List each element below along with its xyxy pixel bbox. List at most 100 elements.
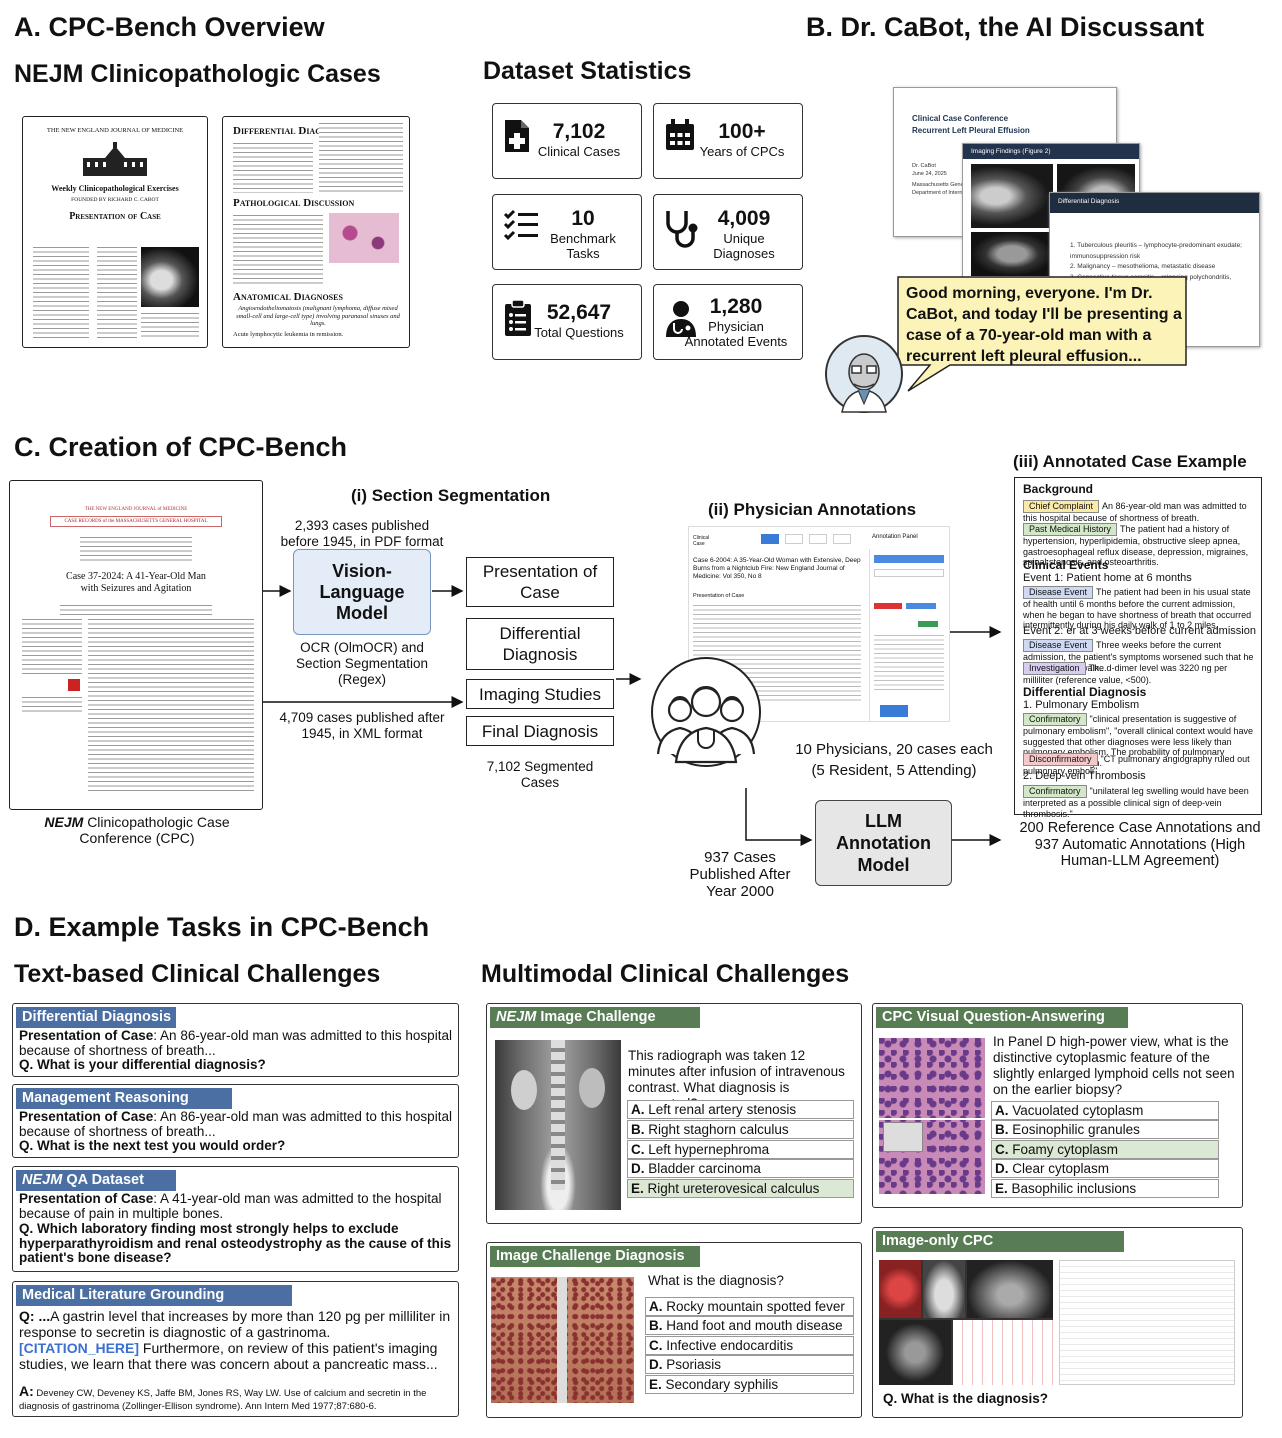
cpc-caption: NEJM Clinicopathologic Case Conference (… <box>44 814 230 846</box>
calendar-icon <box>666 119 694 150</box>
option-c[interactable]: C. Left hypernephroma <box>627 1140 854 1159</box>
task-literature-grounding: Medical Literature Grounding Q: ...A gas… <box>12 1281 459 1417</box>
physicians-group-icon <box>651 657 761 767</box>
stat-label: Clinical Cases <box>537 144 621 159</box>
task-tab: Image Challenge Diagnosis <box>490 1246 700 1267</box>
option-e[interactable]: E. Secondary syphilis <box>645 1375 854 1394</box>
citation-placeholder: [CITATION_HERE] <box>19 1340 140 1356</box>
doc-subtitle: Weekly Clinicopathological Exercises <box>51 184 179 193</box>
doc-section-title: Presentation of Case <box>69 211 161 222</box>
stat-label: Physician Annotated Events <box>684 319 788 349</box>
section-final: Final Diagnosis <box>466 716 614 746</box>
option-d[interactable]: D. Clear cytoplasm <box>991 1159 1219 1178</box>
option-a[interactable]: A. Rocky mountain spotted fever <box>645 1297 854 1316</box>
ocr-note: OCR (OlmOCR) and Section Segmentation (R… <box>295 640 429 687</box>
option-e[interactable]: E. Basophilic inclusions <box>991 1179 1219 1198</box>
option-c[interactable]: C. Infective endocarditis <box>645 1336 854 1355</box>
task-cpc-vqa: CPC Visual Question-Answering In Panel D… <box>872 1003 1243 1208</box>
physician-annotations-title: (ii) Physician Annotations <box>708 500 917 519</box>
histology-panel-image <box>879 1038 985 1194</box>
slide1-title: Clinical Case Conference <box>912 114 1009 123</box>
segmented-count: 7,102 Segmented Cases <box>486 759 594 790</box>
palms-rash-image <box>491 1277 634 1403</box>
task-tab: CPC Visual Question-Answering <box>876 1007 1128 1028</box>
task-tab: Differential Diagnosis <box>16 1007 176 1028</box>
task-nejm-qa: NEJM QA Dataset Presentation of Case: A … <box>12 1166 459 1272</box>
section-imaging: Imaging Studies <box>466 679 614 709</box>
stat-value: 10 <box>571 207 595 230</box>
cpc-doc-case: Case 37-2024: A 41-Year-Old Man with Sei… <box>66 571 206 594</box>
clipboard-icon <box>505 299 531 336</box>
image-only-figures <box>879 1260 1053 1385</box>
option-e-correct[interactable]: E. Right ureterovesical calculus <box>627 1179 854 1198</box>
pdf-note: 2,393 cases published before 1945, in PD… <box>280 518 444 549</box>
doc-anatomical-title: Anatomical Diagnoses <box>233 291 343 303</box>
option-d[interactable]: D. Bladder carcinoma <box>627 1159 854 1178</box>
slide3-item: 2. Malignancy – mesothelioma, metastatic… <box>1070 263 1216 270</box>
stat-label: Total Questions <box>534 325 624 340</box>
task-tab: Image-only CPC <box>876 1231 1124 1252</box>
task-image-challenge-diagnosis: Image Challenge Diagnosis What is the di… <box>486 1242 862 1418</box>
task-management-reasoning: Management Reasoning Presentation of Cas… <box>12 1084 459 1158</box>
slide1-subtitle: Recurrent Left Pleural Effusion <box>912 126 1030 135</box>
stat-value: 4,009 <box>717 207 771 230</box>
task-tab: NEJM Image Challenge <box>490 1007 700 1028</box>
medical-file-icon <box>505 120 529 152</box>
stat-value: 7,102 <box>552 120 606 143</box>
task-differential-diagnosis: Differential Diagnosis Presentation of C… <box>12 1003 459 1077</box>
image-only-question: Q. What is the diagnosis? <box>883 1391 1049 1406</box>
section-segmentation-title: (i) Section Segmentation <box>351 486 551 505</box>
nejm-cases-heading: NEJM Clinicopathologic Cases <box>14 60 381 88</box>
slide2-title: Imaging Findings (Figure 2) <box>963 144 1139 159</box>
task-tab: Management Reasoning <box>16 1088 232 1109</box>
option-b[interactable]: B. Eosinophilic granules <box>991 1120 1219 1139</box>
speech-bubble <box>897 276 1187 392</box>
stethoscope-icon <box>666 211 698 248</box>
annotated-example-title: (iii) Annotated Case Example <box>1013 452 1247 471</box>
chest-xray-image <box>141 247 199 307</box>
stat-label: Unique Diagnoses <box>713 231 775 261</box>
section-presentation: Presentation of Case <box>466 557 614 607</box>
option-b[interactable]: B. Hand foot and mouth disease <box>645 1316 854 1335</box>
histology-image <box>329 213 399 263</box>
panel-a-title: A. CPC-Bench Overview <box>14 12 325 42</box>
stat-value: 52,647 <box>546 301 612 324</box>
option-a[interactable]: A. Left renal artery stenosis <box>627 1100 854 1119</box>
slide1-department: Department of Internal Medicine <box>912 190 991 196</box>
multimodal-challenges-heading: Multimodal Clinical Challenges <box>481 960 850 988</box>
panel-b-title: B. Dr. CaBot, the AI Discussant <box>806 12 1205 42</box>
nejm-document-1: THE NEW ENGLAND JOURNAL OF MEDICINE Week… <box>22 116 208 348</box>
task-nejm-image-challenge: NEJM Image Challenge This radiograph was… <box>486 1003 862 1224</box>
doc-pathological-title: Pathological Discussion <box>233 197 355 209</box>
lab-values-table <box>1059 1260 1235 1385</box>
option-a[interactable]: A. Vacuolated cytoplasm <box>991 1101 1219 1120</box>
slide-xray-1 <box>971 164 1053 228</box>
stat-label: Benchmark Tasks <box>550 231 616 261</box>
option-b[interactable]: B. Right staghorn calculus <box>627 1120 854 1139</box>
stat-value: 1,280 <box>709 295 763 318</box>
dataset-statistics-heading: Dataset Statistics <box>483 57 692 85</box>
checklist-icon <box>503 209 538 241</box>
slide3-item: 1. Tuberculous pleuritis – lymphocyte-pr… <box>1070 242 1242 260</box>
stat-years: 100+Years of CPCs <box>653 103 803 179</box>
option-d[interactable]: D. Psoriasis <box>645 1355 854 1374</box>
physician-note-2: (5 Resident, 5 Attending) <box>811 762 977 779</box>
hospital-building-icon <box>83 142 147 176</box>
cpc-doc-header: CASE RECORDS of the MASSACHUSETTS GENERA… <box>50 516 222 527</box>
journal-name: THE NEW ENGLAND JOURNAL OF MEDICINE <box>46 127 184 134</box>
vqa-question: In Panel D high-power view, what is the … <box>993 1034 1235 1097</box>
physician-icon <box>666 301 696 337</box>
slide1-date: June 24, 2025 <box>912 171 947 177</box>
option-c-correct[interactable]: C. Foamy cytoplasm <box>991 1140 1219 1159</box>
slide-ct <box>971 232 1053 276</box>
doc-founded: FOUNDED BY RICHARD C. CABOT <box>71 197 159 203</box>
doc-diagnosis-2: Acute lymphocytic leukemia in remission. <box>233 331 344 338</box>
slide1-institution: Massachusetts General Hospital <box>912 182 992 188</box>
dr-cabot-avatar-icon <box>825 335 903 413</box>
stat-label: Years of CPCs <box>699 144 785 159</box>
nejm-document-2: Differential Diagnosis Pathological Disc… <box>222 116 410 348</box>
